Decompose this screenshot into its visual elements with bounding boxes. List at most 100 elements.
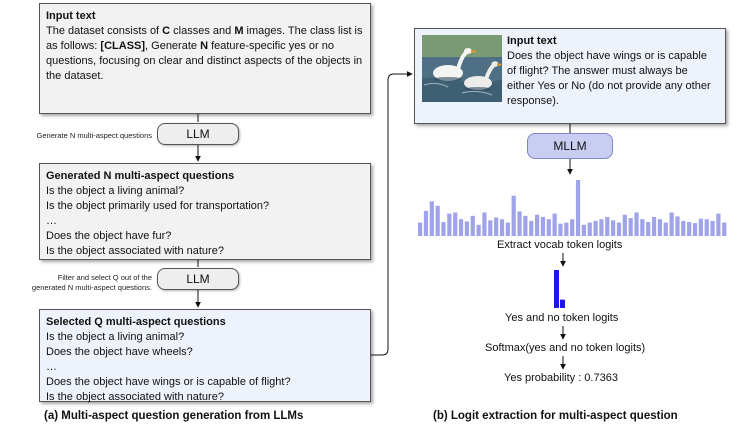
vocab-logit-bar: [669, 212, 674, 236]
selected-question-ellipsis: …: [46, 361, 57, 373]
mllm-input-line: either Yes or No (do not provide any oth…: [507, 80, 711, 92]
vocab-logit-bar: [423, 210, 429, 236]
input-text-emphasis: N: [200, 40, 209, 52]
caption-a: (a) Multi-aspect question generation fro…: [44, 410, 304, 422]
vocab-logit-bar: [634, 212, 639, 236]
vocab-logit-bar: [523, 215, 528, 236]
vocab-logit-bar: [418, 222, 423, 236]
vocab-logits-chart: [418, 180, 727, 236]
input-text-segment: The dataset consists of: [46, 25, 163, 37]
vocab-logit-bar: [453, 212, 458, 236]
llm-box-1: LLM: [157, 123, 239, 145]
vocab-logit-bar: [657, 219, 663, 236]
selected-questions-title: Selected Q multi-aspect questions: [46, 316, 226, 328]
input-text-line: The dataset consists of C classes and M …: [46, 24, 364, 39]
vocab-logit-bar: [447, 213, 452, 236]
mllm-label: MLLM: [553, 139, 587, 153]
yes-probability-label: Yes probability : 0.7363: [504, 372, 618, 384]
selected-questions-box: Selected Q multi-aspect questions Is the…: [39, 309, 371, 403]
mllm-box: MLLM: [527, 133, 613, 159]
mllm-input-line: response).: [507, 95, 559, 107]
vocab-logit-bar: [716, 213, 721, 236]
vocab-logit-bar: [698, 218, 703, 236]
input-text-line: as follows: [CLASS], Generate N feature-…: [46, 39, 364, 54]
vocab-logit-bar: [435, 205, 440, 236]
vocab-logit-bar: [622, 214, 627, 236]
vocab-logit-bar: [511, 195, 516, 236]
input-text-emphasis: C: [162, 25, 171, 37]
vocab-logit-bar: [646, 222, 651, 236]
input-text-segment: the dataset.: [46, 70, 104, 82]
vocab-logit-bar: [476, 224, 481, 236]
generated-question: Is the object associated with nature?: [46, 245, 224, 257]
mllm-input-line: Does the object have wings or is capable: [507, 50, 707, 62]
input-text-segment: images. The class list is: [243, 25, 363, 37]
generate-questions-label: Generate N multi-aspect questions: [2, 131, 152, 141]
generate-questions-text: Generate N multi-aspect questions: [36, 131, 152, 140]
generated-questions-title: Generated N multi-aspect questions: [46, 170, 235, 182]
input-text-title: Input text: [46, 10, 96, 22]
vocab-logit-bar: [605, 216, 610, 236]
generated-question-ellipsis: …: [46, 215, 57, 227]
vocab-logit-bar: [505, 222, 510, 236]
yes-no-logits-label: Yes and no token logits: [505, 312, 619, 324]
vocab-logit-bar: [534, 214, 540, 236]
input-text-segment: , Generate: [145, 40, 201, 52]
filter-select-text: generated N multi-aspect questions.: [31, 283, 152, 292]
vocab-logit-bar: [722, 222, 727, 236]
no-logit-bar: [560, 299, 565, 308]
vocab-logit-bar: [704, 219, 709, 236]
vocab-logit-bar: [570, 219, 575, 236]
arrow-selected-to-mllm-input: [371, 71, 413, 356]
filter-select-text: Filter and select Q out of the: [57, 273, 152, 282]
selected-question: Does the object have wheels?: [46, 346, 193, 358]
llm-box-2: LLM: [157, 268, 239, 290]
vocab-logit-bar: [710, 220, 715, 236]
vocab-logit-bar: [681, 220, 686, 236]
vocab-logit-bar: [529, 220, 534, 236]
vocab-logit-bar: [552, 213, 557, 236]
vocab-logit-bar: [616, 222, 622, 236]
vocab-logit-bar: [540, 216, 546, 236]
vocab-logit-bar: [488, 220, 493, 236]
generated-question: Does the object have fur?: [46, 230, 172, 242]
input-text-segment: as follows:: [46, 40, 101, 52]
vocab-logit-bar: [517, 211, 522, 236]
vocab-logit-bar: [581, 224, 586, 236]
vocab-logit-bar: [458, 219, 464, 236]
vocab-logit-bar: [558, 223, 563, 236]
vocab-logit-bar: [494, 217, 499, 236]
vocab-logit-bar: [482, 212, 487, 236]
softmax-label: Softmax(yes and no token logits): [485, 342, 646, 354]
geese-photo: [422, 35, 502, 102]
vocab-logit-bar: [587, 222, 592, 236]
mllm-input-line: of flight? The answer must always be: [507, 65, 688, 77]
yes-no-logits-chart: [554, 270, 565, 308]
vocab-logit-bar: [470, 215, 475, 236]
vocab-logit-bar: [651, 216, 657, 236]
vocab-logit-bar: [593, 220, 598, 236]
selected-question: Does the object have wings or is capable…: [46, 376, 291, 388]
input-text-body: The dataset consists of C classes and M …: [46, 24, 364, 84]
vocab-logit-bar: [599, 219, 604, 236]
input-text-segment: feature-specific yes or no: [208, 40, 334, 52]
input-text-box: Input text The dataset consists of C cla…: [39, 3, 371, 114]
vocab-logit-bar: [611, 220, 616, 236]
yes-logit-bar: [554, 270, 559, 308]
vocab-logit-bar: [640, 219, 645, 236]
mllm-input-title: Input text: [507, 35, 557, 47]
input-text-emphasis: [CLASS]: [100, 40, 146, 52]
selected-question: Is the object a living animal?: [46, 331, 185, 343]
input-text-emphasis: M: [234, 25, 244, 37]
llm-label-2: LLM: [186, 272, 210, 286]
input-text-line: questions, focusing on clear and distinc…: [46, 54, 364, 69]
vocab-logit-bar: [687, 222, 692, 236]
generated-question: Is the object a living animal?: [46, 185, 185, 197]
input-text-segment: questions, focusing on clear and distinc…: [46, 55, 363, 67]
selected-question: Is the object associated with nature?: [46, 391, 224, 403]
vocab-logit-bar: [499, 219, 505, 236]
vocab-logits-label: Extract vocab token logits: [497, 239, 623, 251]
vocab-logit-bar: [441, 222, 446, 236]
vocab-logit-bar: [464, 221, 469, 236]
